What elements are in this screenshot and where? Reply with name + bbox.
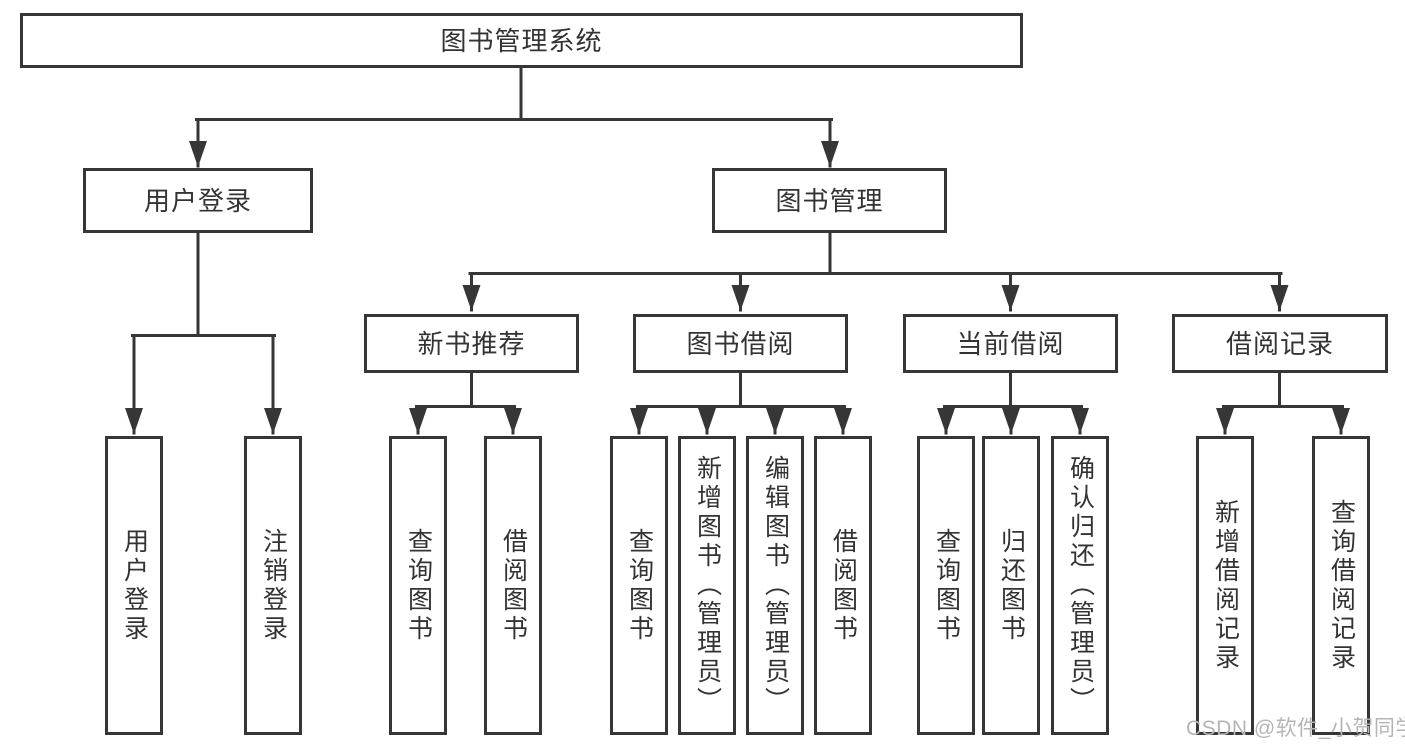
leaf-current-return-books: 归还图书 xyxy=(982,436,1040,735)
leaf-records-query-record: 查询借阅记录 xyxy=(1312,436,1370,735)
leaf-user-login: 用户登录 xyxy=(105,436,163,735)
leaf-current-confirm-return-admin: 确认归还（管理员） xyxy=(1051,436,1109,735)
connector-line-records-group xyxy=(1222,371,1344,408)
node-current-borrowing: 当前借阅 xyxy=(903,314,1118,373)
connector-line-borrowing-group xyxy=(636,371,846,408)
leaf-logout-login: 注销登录 xyxy=(244,436,302,735)
leaf-borrowing-add-books-admin: 新增图书（管理员） xyxy=(678,436,736,735)
leaf-records-add-record: 新增借阅记录 xyxy=(1196,436,1254,735)
leaf-recommend-borrow-books: 借阅图书 xyxy=(484,436,542,735)
node-user-login: 用户登录 xyxy=(83,168,313,233)
node-book-management: 图书管理 xyxy=(712,168,947,233)
connector-line-book-management-group xyxy=(468,231,1283,275)
connector-line-user-login-group xyxy=(131,231,276,337)
node-book-borrowing: 图书借阅 xyxy=(633,314,848,373)
leaf-current-query-books: 查询图书 xyxy=(917,436,975,735)
connector-line-current-group xyxy=(943,371,1083,408)
node-library-management-system: 图书管理系统 xyxy=(20,13,1023,68)
leaf-recommend-query-books: 查询图书 xyxy=(389,436,447,735)
connector-line-recommendation-group xyxy=(415,371,516,408)
node-new-book-recommendation: 新书推荐 xyxy=(364,314,579,373)
leaf-borrowing-query-books: 查询图书 xyxy=(610,436,668,735)
leaf-borrowing-edit-books-admin: 编辑图书（管理员） xyxy=(746,436,804,735)
node-borrowing-records: 借阅记录 xyxy=(1172,314,1388,373)
connector-line-root xyxy=(195,66,833,121)
watermark: CSDN @软件_小贺同学 xyxy=(1186,717,1405,740)
leaf-borrowing-borrow-books: 借阅图书 xyxy=(814,436,872,735)
